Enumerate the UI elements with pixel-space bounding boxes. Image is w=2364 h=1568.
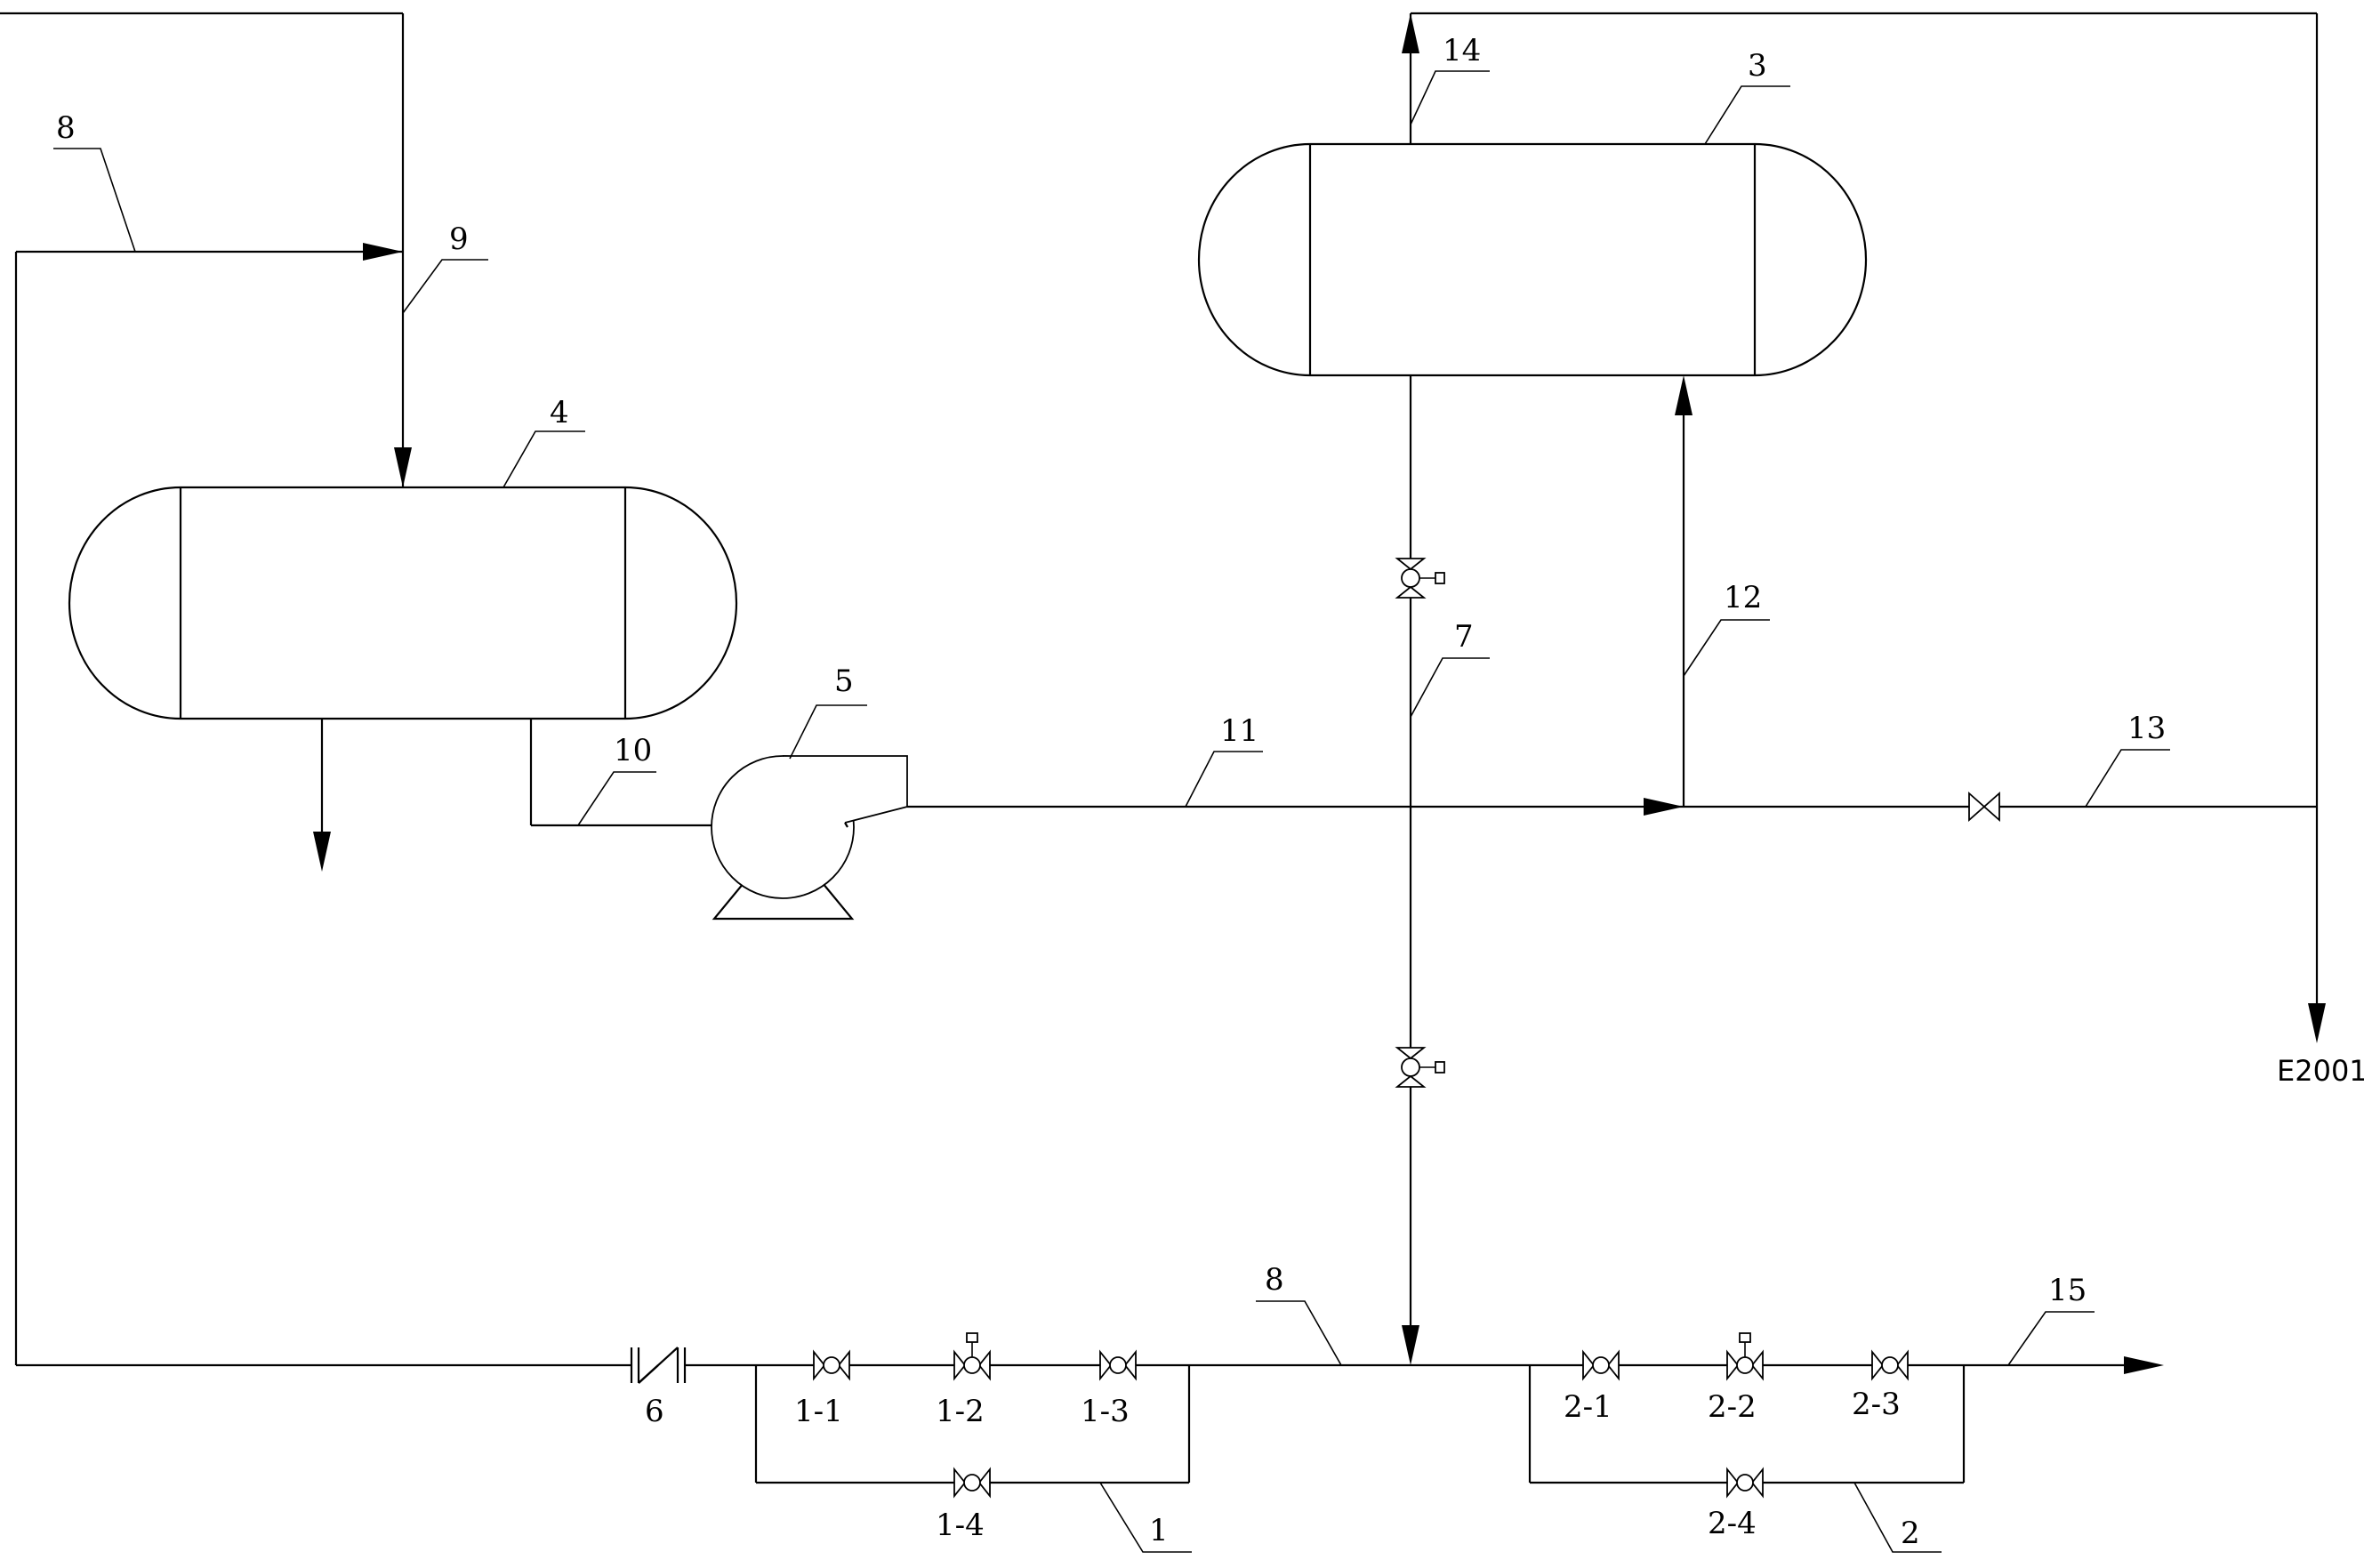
label-line-12: 12 [1724, 580, 1762, 615]
label-line-14: 14 [1443, 33, 1481, 68]
piping [0, 12, 2319, 1484]
label-valve-2-4: 2-4 [1708, 1506, 1757, 1541]
valve-2-2 [1726, 1332, 1764, 1379]
flow-arrows [313, 13, 2326, 1374]
arrow-line-7-down [1402, 1325, 1419, 1365]
label-e2001: E2001 [2277, 1054, 2364, 1088]
label-valve-1-1: 1-1 [794, 1394, 843, 1429]
arrow-line-12-up [1675, 375, 1693, 415]
valve-2-1 [1582, 1351, 1620, 1379]
arrow-line-8-top [363, 243, 403, 261]
valve-1-3 [1099, 1351, 1137, 1379]
label-valve-1-2: 1-2 [936, 1394, 985, 1429]
tank-4-vessel [68, 486, 738, 720]
label-tank-3: 3 [1748, 48, 1767, 84]
valve-1-2 [953, 1332, 991, 1379]
label-line-8-bottom: 8 [1265, 1262, 1284, 1298]
labels: 8 9 4 3 14 5 10 11 7 12 13 8 15 6 1 2 E2… [56, 33, 2364, 1551]
valve-2-3 [1871, 1351, 1909, 1379]
line-7-lower-control-valve [1396, 1047, 1445, 1088]
leader-lines [53, 70, 2170, 1553]
valve-1-4 [953, 1468, 991, 1497]
tank-3-vessel [1197, 142, 1868, 377]
label-bypass-1: 1 [1149, 1513, 1169, 1548]
valve-2-4 [1726, 1468, 1764, 1497]
label-tank-4: 4 [550, 395, 569, 430]
label-line-7: 7 [1454, 619, 1474, 655]
label-line-8-top: 8 [56, 110, 76, 146]
check-valve-6 [630, 1347, 687, 1384]
label-bypass-2: 2 [1901, 1516, 1920, 1551]
arrow-e2001 [2308, 1003, 2326, 1043]
line-13-valve [1968, 792, 2000, 821]
label-line-15: 15 [2048, 1273, 2087, 1308]
arrow-line-9-down [394, 447, 412, 487]
line-7-upper-control-valve [1396, 558, 1445, 599]
valve-1-1 [813, 1351, 850, 1379]
label-line-9: 9 [449, 221, 469, 257]
label-valve-1-4: 1-4 [936, 1508, 985, 1543]
label-line-11: 11 [1220, 713, 1258, 749]
arrow-tank4-drain [313, 832, 331, 872]
label-valve-2-2: 2-2 [1708, 1389, 1757, 1425]
label-pump-5: 5 [834, 663, 854, 699]
arrow-line-15 [2124, 1356, 2164, 1374]
pump-5 [711, 755, 908, 921]
label-line-10: 10 [614, 733, 652, 768]
arrow-line-14-up [1402, 13, 1419, 53]
label-valve-1-3: 1-3 [1081, 1394, 1130, 1429]
label-check-valve-6: 6 [645, 1394, 664, 1429]
label-valve-2-3: 2-3 [1852, 1387, 1901, 1422]
arrow-line-11 [1644, 798, 1684, 816]
label-line-13: 13 [2127, 711, 2166, 746]
label-valve-2-1: 2-1 [1564, 1389, 1612, 1425]
